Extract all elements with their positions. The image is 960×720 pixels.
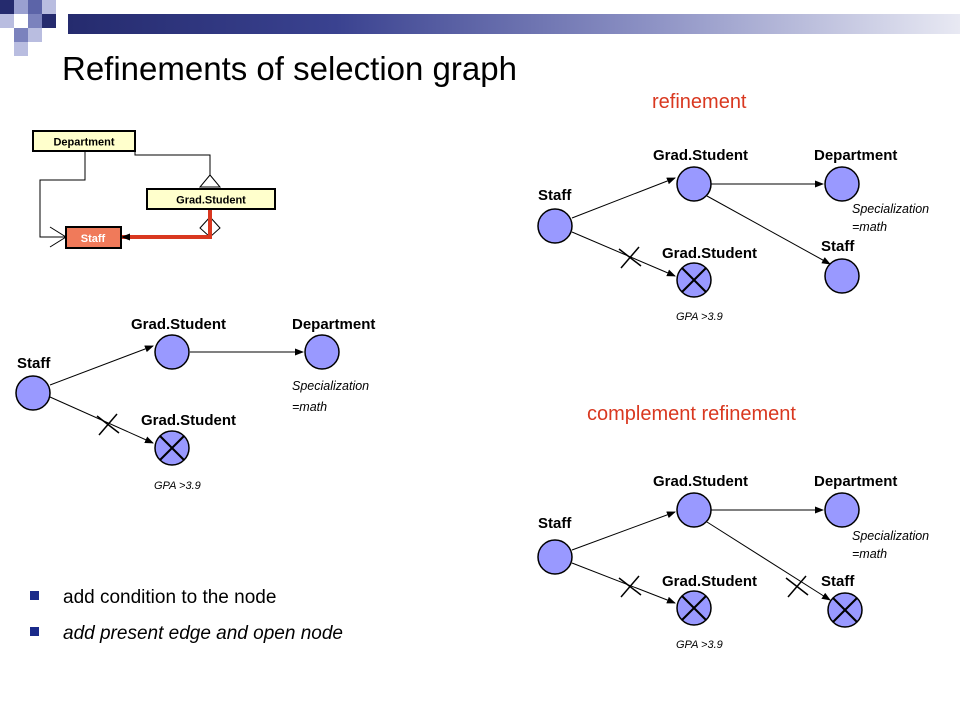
decor-square: [42, 14, 56, 28]
edge-cross-mark: [787, 575, 807, 598]
edge-added: [706, 195, 831, 265]
schema-diagram: Department Grad.Student Staff: [32, 130, 276, 249]
label-grad-student-closed: Grad.Student: [662, 245, 757, 262]
condition-specialization: Specialization: [852, 202, 929, 216]
label-staff-open: Staff: [821, 238, 855, 255]
schema-grad-student-label: Grad.Student: [176, 195, 246, 207]
edge-absent: [571, 562, 676, 604]
decor-square: [28, 28, 42, 42]
decor-square: [14, 0, 28, 14]
condition-specialization: Specialization: [292, 379, 369, 393]
title-bar-gradient: [68, 14, 960, 34]
closed-node-mark: [681, 267, 707, 293]
bullet-text: add condition to the node: [63, 587, 277, 608]
decor-square: [14, 42, 28, 56]
condition-gpa: GPA >3.9: [154, 480, 201, 492]
condition-specialization: Specialization: [852, 529, 929, 543]
bullet-item: add present edge and open node: [30, 623, 343, 645]
label-grad-student-closed: Grad.Student: [141, 412, 236, 429]
label-department: Department: [814, 473, 897, 490]
label-staff: Staff: [538, 515, 572, 532]
schema-grad-student-box: [146, 188, 276, 210]
label-grad-student: Grad.Student: [653, 147, 748, 164]
node-grad-student: [154, 334, 190, 370]
schema-highlight-edge: [121, 207, 212, 241]
edge-cross-mark: [620, 246, 640, 269]
node-department: [304, 334, 340, 370]
schema-department-label: Department: [53, 137, 114, 149]
schema-connector: [134, 142, 211, 175]
label-staff: Staff: [538, 187, 572, 204]
label-grad-student: Grad.Student: [131, 316, 226, 333]
condition-specialization-value: =math: [852, 547, 887, 561]
selection-graph-original: Staff Grad.Student Department Grad.Stude…: [15, 316, 375, 492]
node-department: [824, 166, 860, 202]
node-grad-student: [676, 492, 712, 528]
decor-square: [42, 0, 56, 14]
condition-gpa: GPA >3.9: [676, 639, 723, 651]
edge: [49, 345, 154, 386]
edge: [571, 511, 676, 551]
closed-node-mark: [681, 595, 707, 621]
schema-staff-box: [65, 226, 122, 249]
schema-staff-label: Staff: [81, 233, 106, 245]
closed-node-mark: [159, 435, 185, 461]
slide-title: Refinements of selection graph: [62, 50, 517, 87]
condition-specialization-value: =math: [852, 220, 887, 234]
label-grad-student-closed: Grad.Student: [662, 573, 757, 590]
label-staff: Staff: [17, 355, 51, 372]
node-grad-student: [676, 166, 712, 202]
label-department: Department: [292, 316, 375, 333]
bullet-square-icon: [30, 627, 39, 637]
edge-cross-mark: [620, 575, 640, 598]
decor-square: [14, 28, 28, 42]
complement-refinement-heading: complement refinement: [587, 403, 796, 425]
label-grad-student: Grad.Student: [653, 473, 748, 490]
bullet-item: add condition to the node: [30, 587, 276, 609]
label-staff-closed: Staff: [821, 573, 855, 590]
edge-absent: [706, 521, 831, 601]
decor-square: [0, 0, 14, 14]
node-department: [824, 492, 860, 528]
edge-absent: [571, 231, 676, 277]
decor-square: [0, 14, 14, 28]
edge-cross-mark: [98, 413, 118, 436]
node-staff: [537, 539, 573, 575]
bullet-text: add present edge and open node: [63, 623, 343, 644]
decor-square: [28, 14, 42, 28]
condition-specialization-value: =math: [292, 400, 327, 414]
refinement-heading: refinement: [652, 91, 747, 113]
bullet-square-icon: [30, 591, 39, 601]
schema-connector: [39, 150, 86, 238]
node-staff-open: [824, 258, 860, 294]
decor-square: [28, 0, 42, 14]
condition-gpa: GPA >3.9: [676, 311, 723, 323]
schema-department-box: [32, 130, 136, 152]
selection-graph-complement: Staff Grad.Student Department Grad.Stude…: [537, 473, 929, 651]
node-staff: [15, 375, 51, 411]
selection-graph-refinement: Staff Grad.Student Department Staff Grad…: [537, 147, 929, 323]
label-department: Department: [814, 147, 897, 164]
edge: [571, 177, 676, 219]
node-staff: [537, 208, 573, 244]
schema-connector: [198, 174, 222, 188]
closed-node-mark: [832, 597, 858, 623]
